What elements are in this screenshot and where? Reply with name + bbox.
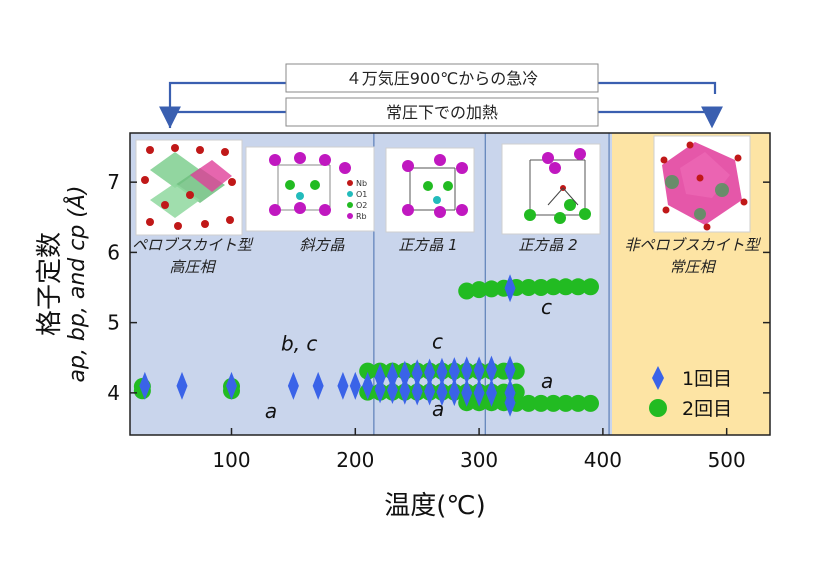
- x-tick-label-2: 300: [460, 448, 498, 472]
- y-axis: 4 5 6 7: [107, 170, 770, 405]
- phase-label-ambient-pressure: 常圧相: [669, 258, 716, 276]
- legend-label-2nd: 2回目: [682, 398, 732, 420]
- y-tick-label-0: 4: [107, 381, 120, 405]
- lattice-letter-0: b, c: [281, 332, 317, 356]
- phase-label-perovskite: ペロブスカイト型: [132, 236, 254, 254]
- heating-label: 常圧下での加熱: [386, 103, 498, 122]
- point-2nd-35: [520, 279, 538, 297]
- phase-label-non-perovskite: 非ペロブスカイト型: [624, 236, 761, 254]
- legend-label-1st: 1回目: [682, 368, 732, 390]
- point-1st-27: [473, 378, 485, 407]
- y-axis-title-line2: ap, bp, and cp (Å): [63, 185, 90, 382]
- lattice-letter-1: a: [265, 399, 277, 423]
- point-1st-22: [411, 377, 423, 406]
- point-1st-26: [461, 378, 473, 407]
- point-1st-0: [139, 371, 151, 400]
- point-1st-16: [473, 356, 485, 385]
- point-1st-19: [374, 375, 386, 404]
- point-2nd-32: [482, 280, 500, 298]
- x-tick-label-1: 200: [336, 448, 374, 472]
- svg-text:O1: O1: [356, 190, 367, 199]
- point-1st-25: [448, 378, 460, 407]
- phase-label-tetragonal-2: 正方晶 2: [518, 236, 577, 254]
- point-1st-20: [386, 376, 398, 405]
- point-1st-14: [448, 357, 460, 386]
- svg-text:O2: O2: [356, 201, 367, 210]
- point-1st-5: [337, 371, 349, 400]
- point-1st-24: [436, 378, 448, 407]
- point-2nd-4: [359, 362, 377, 380]
- legend-diamond-marker: [652, 366, 664, 390]
- plot-frame: [129, 132, 771, 436]
- phase-label-orthorhombic: 斜方晶: [299, 236, 345, 254]
- svg-text:Nb: Nb: [356, 179, 367, 188]
- x-tick-label-3: 400: [584, 448, 622, 472]
- point-2nd-37: [544, 278, 562, 296]
- process-arrows: ４万気圧900℃からの急冷 常圧下での加熱: [159, 63, 723, 129]
- point-2nd-31: [470, 281, 488, 299]
- point-1st-15: [461, 356, 473, 385]
- series-1st-run: [139, 274, 516, 417]
- lattice-letter-5: a: [541, 369, 553, 393]
- point-1st-9: [386, 362, 398, 391]
- svg-text:Rb: Rb: [356, 212, 367, 221]
- phase-labels: ペロブスカイト型 高圧相 斜方晶 正方晶 1 正方晶 2 非ペロブスカイト型 常…: [132, 236, 762, 276]
- point-1st-18: [504, 355, 516, 384]
- point-1st-30: [504, 274, 516, 303]
- phase-label-high-pressure: 高圧相: [169, 258, 216, 276]
- lattice-letter-2: c: [432, 330, 443, 354]
- point-1st-21: [399, 376, 411, 405]
- point-2nd-39: [569, 278, 587, 296]
- point-2nd-50: [569, 394, 587, 412]
- point-2nd-46: [520, 394, 538, 412]
- non-perovskite-structure-image: [653, 135, 751, 233]
- orthorhombic-structure-image: Nb O1 O2 Rb: [245, 146, 375, 232]
- point-2nd-36: [532, 279, 550, 297]
- y-axis-title-line1: 格子定数: [35, 232, 65, 336]
- tetragonal-2-structure-image: [501, 143, 601, 235]
- quench-label: ４万気圧900℃からの急冷: [346, 69, 539, 88]
- heating-label-box: [285, 97, 599, 127]
- point-1st-12: [424, 358, 436, 387]
- point-1st-1: [176, 371, 188, 400]
- x-axis: 100 200 300 400 500: [212, 428, 746, 472]
- point-1st-11: [411, 359, 423, 388]
- legend: 1回目 2回目: [649, 366, 732, 420]
- point-1st-13: [436, 357, 448, 386]
- x-tick-label-0: 100: [212, 448, 250, 472]
- perovskite-structure-image: [135, 139, 243, 236]
- x-axis-title: 温度(℃): [384, 491, 486, 521]
- point-2nd-40: [582, 278, 600, 296]
- point-2nd-38: [557, 278, 575, 296]
- point-1st-10: [399, 360, 411, 389]
- y-tick-label-3: 7: [107, 170, 120, 194]
- quench-label-box: [285, 63, 599, 93]
- point-1st-28: [485, 378, 497, 407]
- lattice-letter-3: a: [432, 397, 444, 421]
- lattice-letters: b, c a c a c a: [265, 295, 553, 423]
- y-axis-title: 格子定数 ap, bp, and cp (Å): [35, 185, 90, 382]
- point-1st-2: [226, 371, 238, 400]
- y-tick-label-1: 5: [107, 311, 120, 335]
- point-2nd-49: [557, 394, 575, 412]
- legend-circle-marker: [649, 399, 667, 417]
- point-2nd-30: [458, 282, 476, 300]
- point-1st-4: [312, 371, 324, 400]
- point-1st-7: [362, 371, 374, 400]
- point-1st-6: [349, 371, 361, 400]
- point-1st-3: [287, 371, 299, 400]
- point-2nd-47: [532, 394, 550, 412]
- lattice-letter-4: c: [541, 295, 552, 319]
- point-1st-17: [485, 355, 497, 384]
- point-1st-31: [504, 388, 516, 417]
- x-tick-label-4: 500: [708, 448, 746, 472]
- y-tick-label-2: 6: [107, 240, 120, 264]
- tetragonal-1-structure-image: [385, 147, 475, 233]
- point-2nd-51: [582, 394, 600, 412]
- point-2nd-48: [544, 394, 562, 412]
- phase-label-tetragonal-1: 正方晶 1: [398, 236, 457, 254]
- point-1st-23: [424, 377, 436, 406]
